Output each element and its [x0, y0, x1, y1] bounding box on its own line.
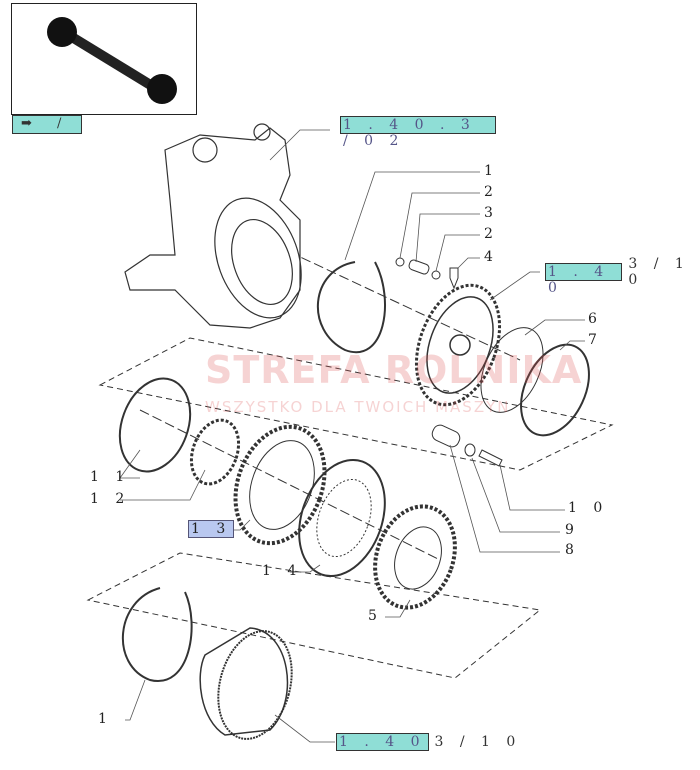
callout-7[interactable]: 7	[588, 332, 603, 348]
gear-13	[233, 424, 327, 546]
gear-12	[189, 418, 241, 486]
plug-4	[449, 267, 459, 290]
ring-6	[480, 327, 544, 413]
gear-5	[373, 504, 457, 610]
ring-gear	[199, 627, 293, 740]
reference-highlight: 1 . 4 0	[336, 733, 429, 751]
planet-carrier	[414, 283, 502, 407]
callout-11[interactable]: 1 1	[90, 469, 131, 485]
callout-4[interactable]: 4	[484, 249, 499, 265]
callout-5[interactable]: 5	[368, 608, 383, 624]
assembly-plane-lower	[86, 552, 542, 679]
reference-highlight: 1 . 4 0 . 3 / 0 2	[340, 116, 496, 149]
snap-ring-1	[316, 261, 386, 354]
axle-assembly-thumbnail-icon	[47, 17, 177, 104]
callout-3[interactable]: 3	[484, 205, 499, 221]
ring-7	[520, 343, 590, 437]
steering-knuckle	[124, 123, 302, 329]
reference-link-1-40-3-02[interactable]: 1 . 4 0 . 3 / 0 2	[340, 116, 502, 149]
nav-separator: /	[57, 116, 62, 131]
watermark-subtitle: WSZYSTKO DLA TWOICH MASZYN	[205, 398, 511, 416]
assembly-plane-upper	[98, 337, 614, 471]
pin-3	[408, 259, 430, 275]
callout-6[interactable]: 6	[588, 311, 603, 327]
back-button[interactable]: ➡ /	[12, 115, 82, 134]
watermark-title: STREFA ROLNIKA	[205, 348, 583, 392]
ring-11	[118, 377, 192, 473]
back-arrow-icon: ➡	[21, 116, 32, 131]
o-ring-2	[395, 257, 405, 267]
callout-10[interactable]: 1 0	[568, 500, 609, 516]
reference-link-1-40-3-10-upper[interactable]: 1 . 4 0 3 / 1 0	[545, 256, 700, 296]
reference-rest: 3 / 1 0	[434, 734, 522, 750]
bushing-8	[431, 424, 461, 448]
assembly-thumbnail[interactable]	[11, 3, 197, 115]
hub-14	[298, 458, 386, 578]
reference-link-1-40-3-10-lower[interactable]: 1 . 4 0 3 / 1 0	[336, 733, 521, 751]
o-ring-2b	[431, 270, 441, 280]
callout-1-lower[interactable]: 1	[98, 711, 113, 727]
callout-2[interactable]: 2	[484, 184, 499, 200]
callout-12[interactable]: 1 2	[90, 491, 131, 507]
reference-highlight: 1 . 4 0	[545, 263, 623, 296]
callout-8[interactable]: 8	[565, 542, 580, 558]
callout-1[interactable]: 1	[484, 163, 499, 179]
callout-2b[interactable]: 2	[484, 226, 499, 242]
washer-9	[464, 443, 476, 457]
callout-14[interactable]: 1 4	[262, 563, 303, 579]
reference-rest: 3 / 1 0	[628, 256, 690, 288]
snap-ring-1-lower	[121, 587, 193, 682]
bolt-10	[478, 449, 503, 467]
callout-13-selected[interactable]: 1 3	[188, 520, 235, 538]
callout-9[interactable]: 9	[565, 522, 580, 538]
